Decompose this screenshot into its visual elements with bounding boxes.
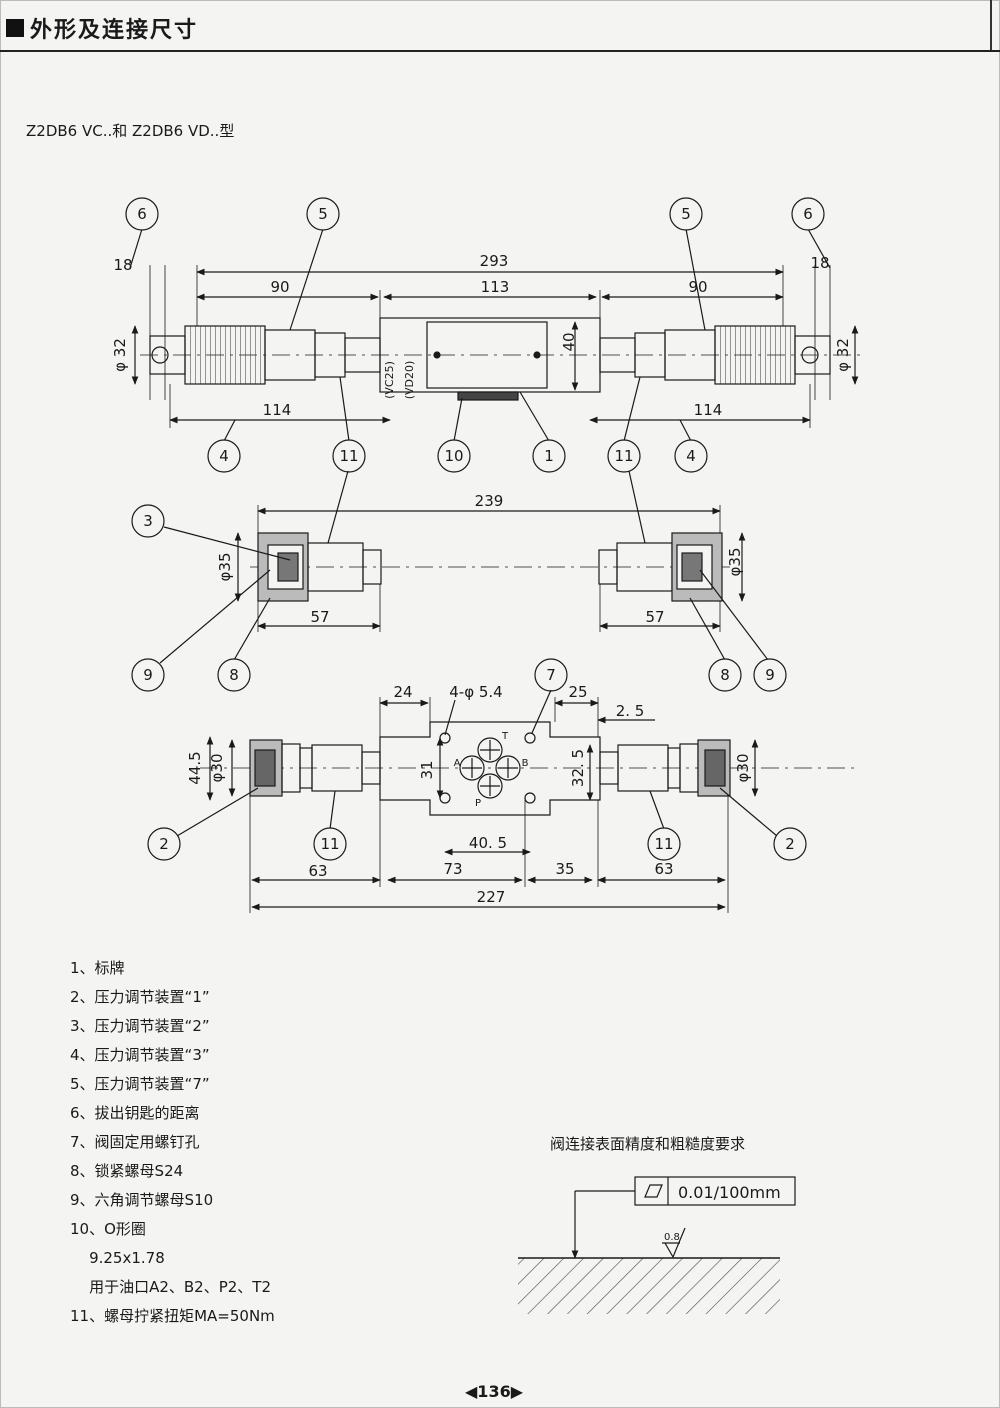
dim-114-right: 114 <box>694 401 723 419</box>
dim-31: 31 <box>418 760 436 779</box>
surface-requirement-diagram: 0.01/100mm 0.8 <box>518 1176 796 1314</box>
legend-item: 8、锁紧螺母S24 <box>70 1162 184 1180</box>
right-knurled-knob <box>714 325 796 385</box>
flatness-icon <box>644 1184 663 1198</box>
legend-item: 7、阀固定用螺钉孔 <box>70 1133 200 1151</box>
section-header: 外形及连接尺寸 <box>0 0 1000 52</box>
dim-90-left: 90 <box>270 278 289 296</box>
valve-subplate <box>379 721 601 816</box>
surface-requirement-title: 阀连接表面精度和粗糙度要求 <box>550 1135 746 1153</box>
dim-73: 73 <box>443 860 462 878</box>
bottom-view: 24 4-φ 5.4 25 2. 5 44.5 φ30 φ30 31 32. 5… <box>147 683 860 913</box>
callout-10: 10 <box>444 447 463 465</box>
dim-113: 113 <box>481 278 510 296</box>
dim-90-right: 90 <box>688 278 707 296</box>
legend-item: 9、六角调节螺母S10 <box>70 1191 214 1209</box>
legend-item: 1、标牌 <box>70 959 125 977</box>
left-knurled-knob <box>184 325 266 385</box>
dim-44-5: 44.5 <box>186 751 204 784</box>
legend-item: 6、拔出钥匙的距离 <box>70 1104 200 1122</box>
dim-227: 227 <box>477 888 506 906</box>
callout-2: 2 <box>159 835 169 853</box>
hole-spec: 4-φ 5.4 <box>449 683 502 701</box>
callout-4: 4 <box>686 447 696 465</box>
label-vc25: (VC25) <box>383 361 396 399</box>
port-label-p: P <box>475 798 481 809</box>
legend-item: 10、O形圈 <box>70 1220 146 1238</box>
dim-25: 25 <box>568 683 587 701</box>
callout-2: 2 <box>785 835 795 853</box>
callout-8: 8 <box>720 666 730 684</box>
dim-24: 24 <box>393 683 412 701</box>
dim-40: 40 <box>560 332 578 351</box>
callout-6: 6 <box>137 205 147 223</box>
port-label-a: A <box>454 758 461 769</box>
left-key-hole <box>151 346 169 364</box>
callout-8: 8 <box>229 666 239 684</box>
dim-35: 35 <box>555 860 574 878</box>
dim-63-left: 63 <box>308 862 327 880</box>
callout-1: 1 <box>544 447 554 465</box>
dim-phi35-right: φ35 <box>726 548 744 577</box>
label-vd20: (VD20) <box>403 361 416 400</box>
dim-phi32-right: φ 32 <box>834 338 852 372</box>
dim-phi30-left: φ30 <box>208 754 226 783</box>
header-divider <box>990 0 992 50</box>
hatched-surface <box>518 1258 780 1314</box>
port-pattern <box>439 732 536 804</box>
port-label-b: B <box>522 758 529 769</box>
section-title: 外形及连接尺寸 <box>30 18 199 43</box>
dim-293: 293 <box>480 252 509 270</box>
dim-114-left: 114 <box>263 401 292 419</box>
dim-63-right: 63 <box>654 860 673 878</box>
legend-item: 2、压力调节装置“1” <box>70 988 210 1006</box>
model-subtitle: Z2DB6 VC..和 Z2DB6 VD..型 <box>26 122 235 140</box>
callout-11: 11 <box>339 447 358 465</box>
port-label-t: T <box>501 731 509 742</box>
dim-57-left: 57 <box>310 608 329 626</box>
parts-legend: 1、标牌 2、压力调节装置“1” 3、压力调节装置“2” 4、压力调节装置“3”… <box>70 954 275 1331</box>
callout-6: 6 <box>803 205 813 223</box>
dim-18-left: 18 <box>113 256 132 274</box>
dim-phi30-right: φ30 <box>734 754 752 783</box>
legend-item: 4、压力调节装置“3” <box>70 1046 210 1064</box>
legend-item: 用于油口A2、B2、P2、T2 <box>70 1278 272 1296</box>
left-stub <box>362 549 382 585</box>
callout-11: 11 <box>654 835 673 853</box>
legend-item: 9.25x1.78 <box>70 1249 165 1267</box>
dim-2-5: 2. 5 <box>616 702 645 720</box>
page-number: ◀136▶ <box>465 1382 524 1401</box>
header-bullet <box>6 19 24 37</box>
legend-item: 3、压力调节装置“2” <box>70 1017 210 1035</box>
legend-item: 11、螺母拧紧扭矩MA=50Nm <box>70 1307 275 1325</box>
callout-5: 5 <box>681 205 691 223</box>
callout-3: 3 <box>143 512 153 530</box>
callout-11: 11 <box>320 835 339 853</box>
callout-7: 7 <box>546 666 556 684</box>
o-ring-strip <box>457 391 519 401</box>
dim-239: 239 <box>475 492 504 510</box>
dim-57-right: 57 <box>645 608 664 626</box>
dim-phi35-left: φ35 <box>216 553 234 582</box>
middle-view: 239 57 57 φ35 φ35 3 9 8 7 8 <box>131 470 787 692</box>
callout-4: 4 <box>219 447 229 465</box>
top-view: 293 90 113 90 18 18 114 114 40 φ 32 φ 32… <box>111 197 860 473</box>
dim-40-5: 40. 5 <box>469 834 507 852</box>
dim-phi32-left: φ 32 <box>111 338 129 372</box>
screw-icon <box>433 351 441 359</box>
nameplate <box>426 321 548 389</box>
callout-5: 5 <box>318 205 328 223</box>
legend-item: 5、压力调节装置“7” <box>70 1075 210 1093</box>
screw-icon <box>533 351 541 359</box>
roughness-value: 0.8 <box>664 1232 680 1243</box>
callout-9: 9 <box>765 666 775 684</box>
right-key-hole <box>801 346 819 364</box>
dim-32-5: 32. 5 <box>569 749 587 787</box>
flatness-value: 0.01/100mm <box>678 1183 781 1202</box>
roughness-symbol-icon <box>664 1227 686 1259</box>
callout-11: 11 <box>614 447 633 465</box>
callout-9: 9 <box>143 666 153 684</box>
